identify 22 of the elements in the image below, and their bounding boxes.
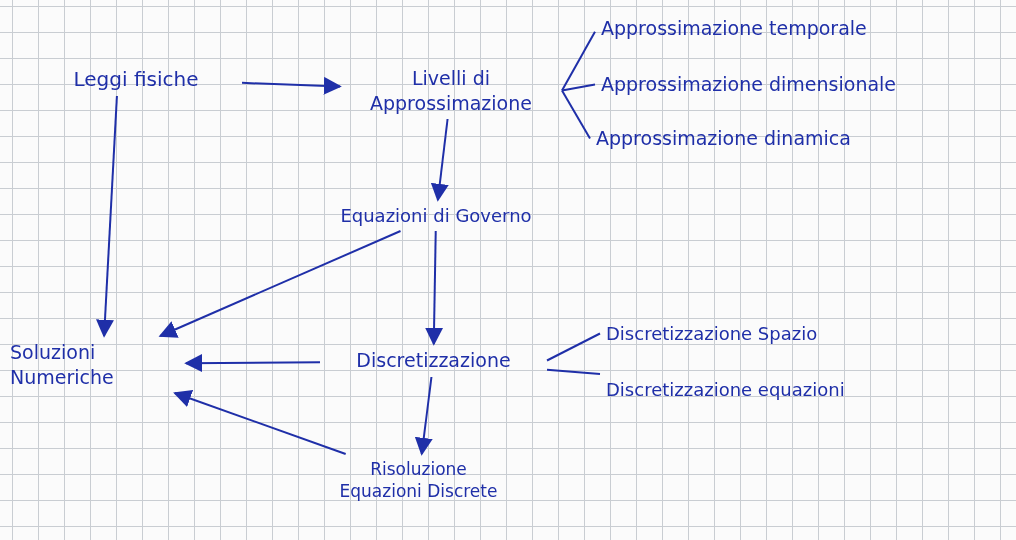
handwritten-label: Equazioni di Governo <box>330 200 542 232</box>
arrow <box>425 230 444 346</box>
handwritten-label: Discretizzazione <box>320 344 547 377</box>
handwritten-label: Leggi fisiche <box>30 62 242 96</box>
handwritten-label: Risoluzione Equazioni Discrete <box>325 454 512 507</box>
handwritten-label: Soluzioni Numeriche <box>4 336 186 394</box>
arrow <box>96 95 118 338</box>
handwritten-label: Approssimazione temporale <box>595 12 987 45</box>
arrow <box>241 76 342 95</box>
branch-line <box>561 30 596 92</box>
branch-line <box>561 83 596 92</box>
arrow <box>184 354 321 373</box>
handwritten-label: Approssimazione dimensionale <box>595 68 1016 101</box>
branch-line <box>546 368 601 375</box>
arrow <box>414 376 433 456</box>
handwritten-label: Approssimazione dinamica <box>590 122 982 155</box>
arrow <box>173 389 347 455</box>
arrow <box>430 118 449 202</box>
handwritten-label: Livelli di Approssimazione <box>340 62 562 120</box>
arrow <box>158 230 402 338</box>
handwritten-label: Discretizzazione Spazio <box>600 318 912 350</box>
handwritten-label: Discretizzazione equazioni <box>600 374 982 406</box>
